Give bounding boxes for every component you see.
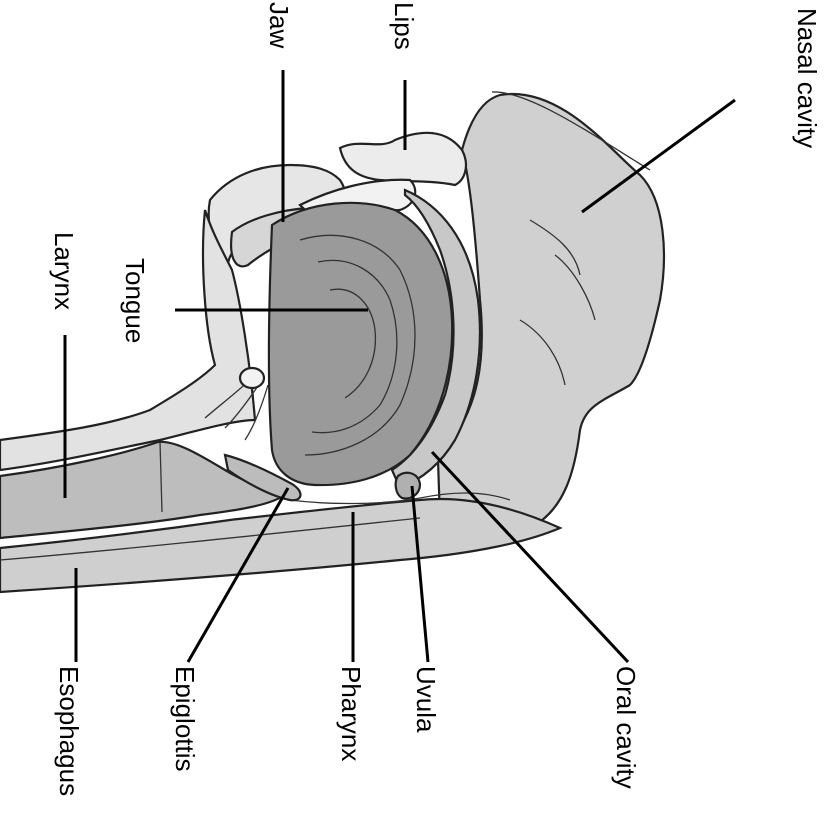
label-uvula: Uvula — [411, 666, 441, 733]
label-epiglottis: Epiglottis — [170, 666, 200, 772]
label-pharynx: Pharynx — [336, 666, 366, 761]
lips-shape — [340, 133, 466, 185]
label-larynx: Larynx — [49, 232, 79, 310]
label-esophagus: Esophagus — [54, 666, 84, 796]
label-lips: Lips — [389, 2, 419, 50]
label-oral-cavity: Oral cavity — [611, 666, 641, 789]
uvula-shape — [396, 473, 420, 499]
label-tongue: Tongue — [120, 258, 150, 343]
hyoid-bone — [240, 368, 264, 388]
label-jaw: Jaw — [264, 2, 294, 48]
label-nasal-cavity: Nasal cavity — [792, 8, 822, 148]
